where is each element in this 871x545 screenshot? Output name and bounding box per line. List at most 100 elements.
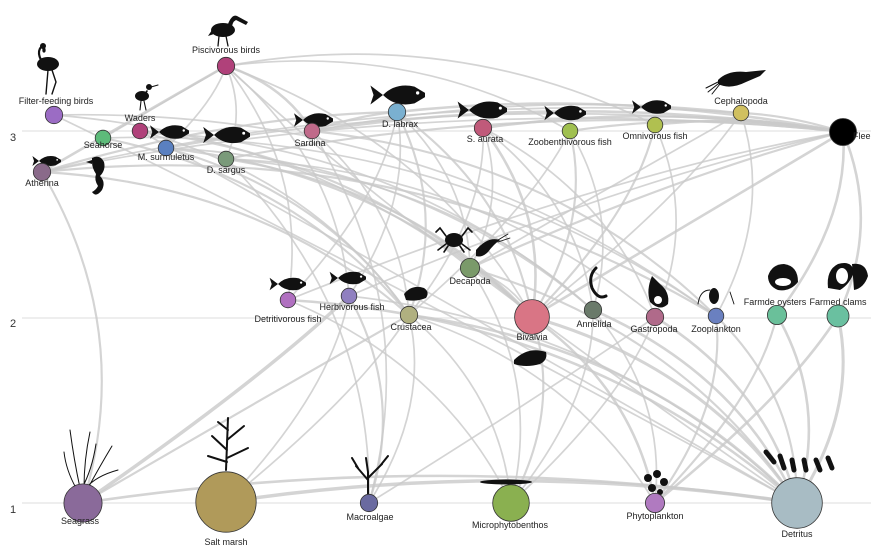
node-farmed-clams[interactable] — [826, 304, 850, 328]
node-d-labrax[interactable] — [387, 102, 407, 122]
link-detritus-annelida — [592, 308, 799, 504]
node-seagrass[interactable] — [63, 483, 103, 523]
label-macroalgae: Macroalgae — [346, 512, 393, 522]
label-d-sargus: D. sargus — [207, 165, 246, 175]
link-decapoda-fleet — [469, 130, 844, 269]
label-cephalopoda: Cephalopoda — [714, 96, 768, 106]
label-atherina: Atherina — [25, 178, 59, 188]
label-farmed-oysters: Farmde oysters — [744, 297, 807, 307]
link-detritus-zooplankton — [715, 315, 799, 504]
label-omnivorous-fish: Omnivorous fish — [622, 131, 687, 141]
link-zooplankton-filter_birds — [53, 113, 717, 317]
seahorse-icon — [86, 156, 105, 195]
link-crustacea-zoobenthivorous_fish — [408, 130, 571, 316]
node-waders[interactable] — [131, 122, 149, 140]
snail-shell-icon — [648, 276, 669, 308]
link-phytoplankton-farmed_clams — [654, 315, 840, 505]
node-decapoda[interactable] — [459, 257, 480, 278]
link-annelida-s_aurata — [482, 127, 594, 311]
m-surmuletus-fish-icon — [150, 125, 189, 139]
link-salt_marsh-crustacea — [225, 314, 410, 503]
node-seahorse[interactable] — [94, 129, 112, 147]
label-seahorse: Seahorse — [84, 140, 123, 150]
node-s-aurata[interactable] — [473, 118, 493, 138]
link-zooplankton-sardina — [311, 129, 717, 317]
seagrass-icon — [63, 429, 119, 489]
label-microphytobenthos: Microphytobenthos — [472, 520, 549, 530]
link-salt_marsh-herbivorous_fish — [225, 295, 350, 503]
label-waders: Waders — [125, 113, 156, 123]
microphytobenthos-icon — [480, 479, 532, 485]
node-salt-marsh[interactable] — [195, 471, 257, 533]
link-bivalvia-fleet — [531, 130, 844, 319]
label-detritivorous-fish: Detritivorous fish — [254, 314, 321, 324]
node-herbivorous-fish[interactable] — [340, 287, 358, 305]
worm-icon — [589, 266, 608, 299]
label-fleet: Flee — [853, 131, 871, 141]
level-label-1: 1 — [10, 504, 16, 516]
node-zooplankton[interactable] — [707, 307, 725, 325]
node-microphytobenthos[interactable] — [492, 484, 530, 522]
fish-silhouettes — [32, 85, 671, 291]
d-labrax-fish-icon — [370, 85, 425, 105]
node-d-sargus[interactable] — [217, 150, 235, 168]
node-macroalgae[interactable] — [359, 493, 379, 513]
wader-icon — [135, 84, 159, 111]
link-seagrass-atherina — [41, 171, 103, 504]
link-annelida-m_surmuletus — [165, 147, 594, 311]
link-seagrass-herbivorous_fish — [82, 294, 351, 505]
link-annelida-zoobenthivorous_fish — [569, 130, 604, 311]
node-filter-birds[interactable] — [44, 105, 64, 125]
copepod-icon — [697, 288, 735, 305]
node-sardina[interactable] — [303, 122, 321, 140]
node-zoobenthivorous-fish[interactable] — [561, 122, 579, 140]
link-phytoplankton-crustacea — [408, 314, 656, 504]
node-gastropoda[interactable] — [645, 307, 665, 327]
link-seahorse-piscivorous_birds — [102, 65, 227, 139]
link-bivalvia-omnivorous_fish — [531, 124, 657, 318]
link-zoobenthivorous_fish-piscivorous_birds — [225, 60, 571, 132]
node-detritivorous-fish[interactable] — [279, 291, 297, 309]
omnivorous-fish-icon — [632, 100, 671, 114]
link-detritus-gastropoda — [654, 315, 799, 504]
link-microphytobenthos-decapoda — [469, 267, 522, 504]
node-m-surmuletus[interactable] — [157, 139, 175, 157]
macroalgae-icon — [351, 455, 389, 495]
link-bivalvia-s_aurata — [481, 127, 537, 318]
node-farmed-oysters[interactable] — [767, 304, 788, 325]
node-crustacea[interactable] — [399, 305, 419, 325]
link-microphytobenthos-annelida — [510, 309, 594, 504]
node-piscivorous-birds[interactable] — [216, 56, 236, 76]
node-annelida[interactable] — [583, 300, 603, 320]
label-salt-marsh: Salt marsh — [204, 537, 247, 545]
link-herbivorous_fish-fleet — [348, 131, 844, 297]
label-farmed-clams: Farmed clams — [809, 297, 867, 307]
node-atherina[interactable] — [32, 162, 52, 182]
link-macroalgae-crustacea — [368, 314, 416, 504]
link-bivalvia-d_sargus — [225, 157, 533, 318]
node-omnivorous-fish[interactable] — [646, 116, 664, 134]
node-fleet[interactable] — [829, 118, 857, 146]
node-phytoplankton[interactable] — [645, 492, 666, 513]
link-zooplankton-cephalopoda — [715, 112, 754, 317]
node-bivalvia[interactable] — [514, 299, 550, 335]
node-detritus[interactable] — [771, 477, 823, 529]
link-bivalvia-zoobenthivorous_fish — [531, 130, 577, 318]
link-phytoplankton-zooplankton — [654, 315, 719, 504]
label-detritus: Detritus — [781, 529, 813, 539]
clam-icon — [827, 263, 868, 290]
label-m-surmuletus: M. surmuletus — [138, 152, 195, 162]
link-annelida-waders — [139, 130, 594, 311]
label-decapoda: Decapoda — [449, 276, 490, 286]
link-farmed_clams-fleet — [836, 131, 863, 317]
d-sargus-fish-icon — [203, 126, 250, 144]
label-sardina: Sardina — [294, 138, 325, 148]
detritus-icon — [763, 449, 835, 473]
link-detritus-herbivorous_fish — [348, 295, 798, 504]
label-phytoplankton: Phytoplankton — [626, 511, 683, 521]
link-detritivorous_fish-fleet — [287, 131, 844, 301]
node-cephalopoda[interactable] — [732, 104, 750, 122]
flamingo-icon — [37, 43, 59, 95]
